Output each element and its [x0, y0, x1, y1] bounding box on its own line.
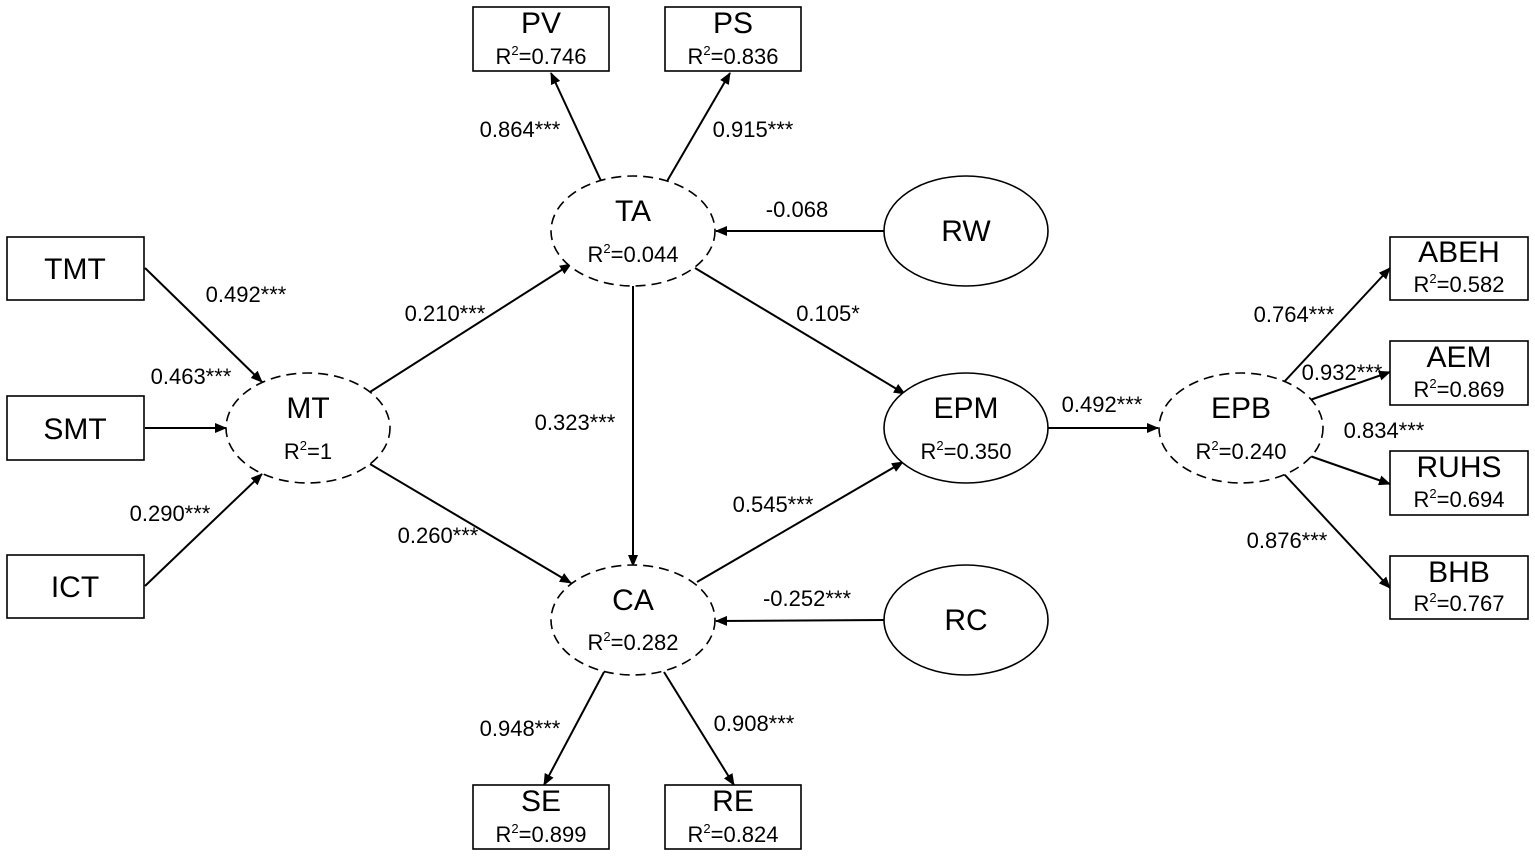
label-se: SE	[521, 785, 561, 818]
r2-epm: R2=0.350	[920, 438, 1011, 464]
r2-ca: R2=0.282	[587, 629, 678, 655]
r2-se: R2=0.899	[495, 821, 586, 847]
label-rw: RW	[941, 215, 991, 248]
coef-smt-mt: 0.463***	[151, 364, 232, 389]
coef-epm-epb: 0.492***	[1062, 392, 1143, 417]
label-abeh: ABEH	[1418, 236, 1500, 269]
box-aem	[1389, 340, 1529, 406]
r2-mt: R2=1	[284, 438, 332, 464]
coef-mt-ca: 0.260***	[398, 523, 479, 548]
r2-epb: R2=0.240	[1195, 438, 1286, 464]
label-epm: EPM	[933, 392, 998, 425]
label-re: RE	[712, 785, 754, 818]
r2-bhb: R2=0.767	[1413, 590, 1504, 616]
ellipse-rw	[883, 175, 1049, 287]
arrow-ta-ps	[665, 72, 731, 184]
box-se	[472, 784, 610, 850]
arrow-epb-bhb	[1283, 473, 1391, 589]
r2-ps: R2=0.836	[687, 43, 778, 69]
ellipse-rc	[883, 564, 1049, 676]
box-bhb	[1389, 555, 1529, 620]
arrow-ict-mt	[144, 473, 263, 587]
coef-epb-aem: 0.932***	[1302, 360, 1383, 385]
coef-epb-ruhs: 0.834***	[1344, 418, 1425, 443]
coef-ta-ps: 0.915***	[713, 117, 794, 142]
label-ca: CA	[612, 584, 654, 617]
r2-ta: R2=0.044	[587, 241, 678, 267]
label-ict: ICT	[51, 571, 99, 604]
box-re	[664, 784, 802, 850]
coef-ta-ca: 0.323***	[535, 410, 616, 435]
coef-ta-pv: 0.864***	[480, 117, 561, 142]
ellipse-mt	[225, 372, 391, 484]
box-abeh	[1389, 236, 1529, 301]
coef-tmt-mt: 0.492***	[206, 282, 287, 307]
label-mt: MT	[286, 392, 329, 425]
r2-abeh: R2=0.582	[1413, 271, 1504, 297]
arrow-epb-abeh	[1283, 267, 1391, 383]
ellipse-epm	[883, 372, 1049, 484]
coef-mt-ta: 0.210***	[405, 301, 486, 326]
label-smt: SMT	[43, 413, 106, 446]
label-aem: AEM	[1426, 341, 1491, 374]
arrow-epb-ruhs	[1309, 455, 1391, 486]
arrow-epb-aem	[1309, 370, 1391, 401]
ellipse-epb	[1158, 372, 1324, 484]
coef-epb-bhb: 0.876***	[1247, 528, 1328, 553]
coef-rc-ca: -0.252***	[763, 586, 852, 611]
coef-epb-abeh: 0.764***	[1254, 302, 1335, 327]
r2-pv: R2=0.746	[495, 43, 586, 69]
box-ps	[664, 6, 802, 72]
coef-ca-re: 0.908***	[714, 711, 795, 736]
label-rc: RC	[944, 604, 987, 637]
box-ruhs	[1389, 450, 1529, 516]
arrow-mt-ca	[369, 463, 572, 584]
coef-ict-mt: 0.290***	[130, 501, 211, 526]
ellipse-ta	[550, 175, 716, 287]
label-tmt: TMT	[44, 253, 106, 286]
label-ruhs: RUHS	[1416, 451, 1501, 484]
label-ta: TA	[615, 195, 651, 228]
arrow-tmt-mt	[144, 267, 263, 383]
label-pv: PV	[521, 7, 561, 40]
arrows	[144, 72, 1391, 786]
arrow-mt-ta	[369, 263, 572, 393]
r2-re: R2=0.824	[687, 821, 778, 847]
r2-aem: R2=0.869	[1413, 376, 1504, 402]
coef-ta-epm: 0.105*	[796, 301, 860, 326]
arrow-ca-re	[663, 671, 735, 786]
r2-ruhs: R2=0.694	[1413, 486, 1504, 512]
label-bhb: BHB	[1428, 556, 1490, 589]
box-pv	[472, 6, 610, 72]
arrow-ca-se	[543, 671, 605, 786]
ellipse-ca	[550, 564, 716, 676]
arrow-rc-ca	[715, 615, 885, 626]
coef-ca-epm: 0.545***	[733, 492, 814, 517]
arrow-ta-epm	[694, 267, 906, 395]
box-smt	[6, 395, 145, 461]
label-epb: EPB	[1211, 392, 1271, 425]
box-tmt	[6, 236, 145, 301]
arrow-ta-pv	[550, 72, 603, 184]
label-ps: PS	[713, 7, 753, 40]
arrow-ca-epm	[696, 461, 904, 583]
box-ict	[6, 554, 145, 619]
coef-rw-ta: -0.068	[766, 197, 828, 222]
coef-ca-se: 0.948***	[480, 716, 561, 741]
